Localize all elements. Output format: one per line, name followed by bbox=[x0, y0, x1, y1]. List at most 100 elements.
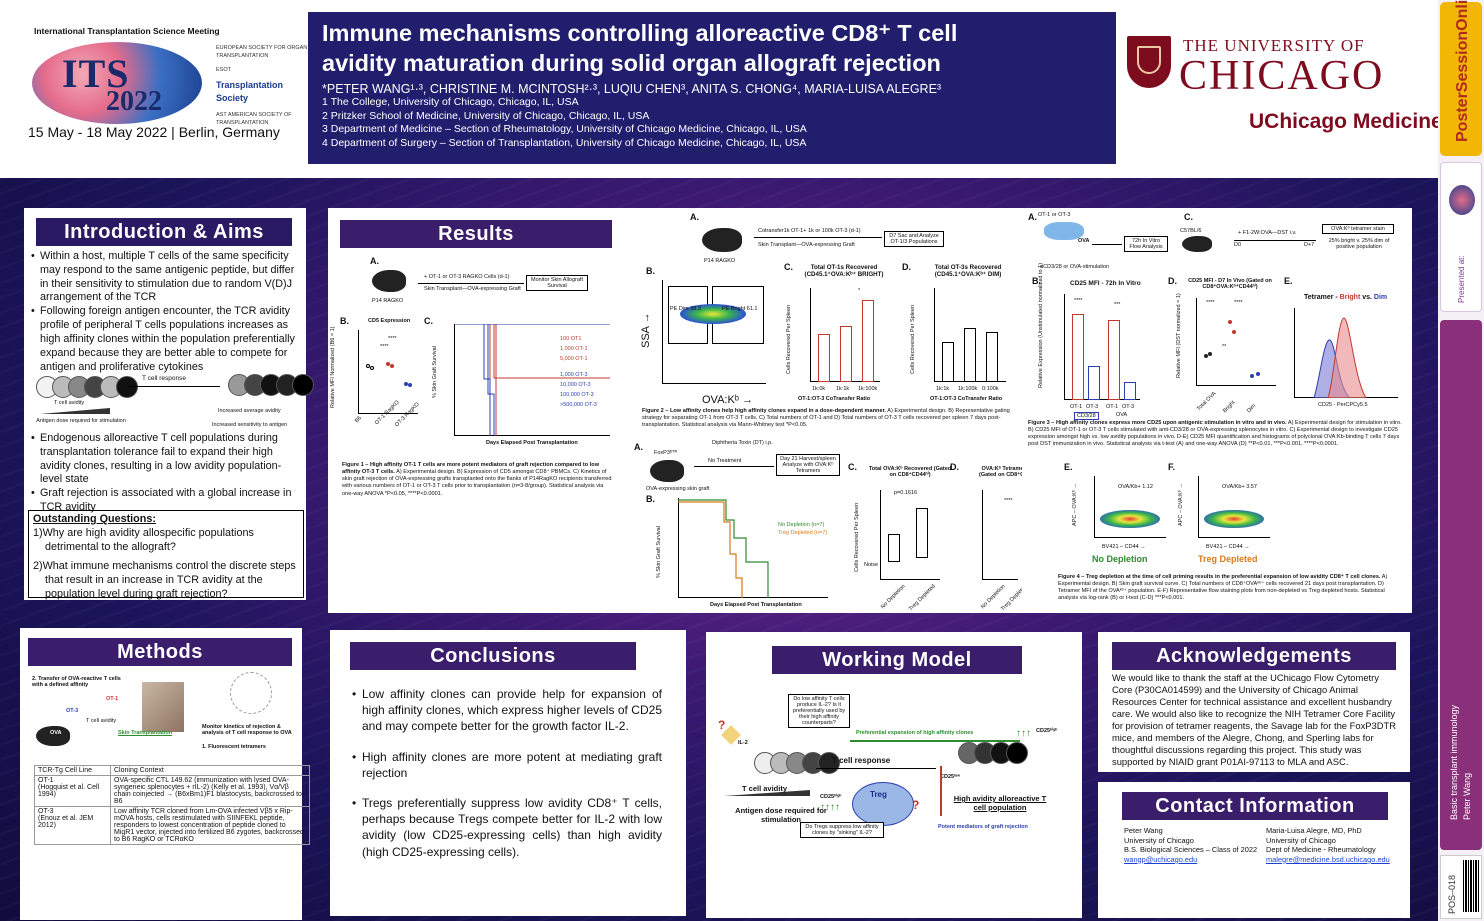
mouse-icon bbox=[36, 726, 70, 746]
sig-stars: **** bbox=[1206, 300, 1215, 306]
fig3d-ylabel: Relative MFI (DST normalized = 1) bbox=[1176, 293, 1182, 378]
fig2c-xlabel: OT-1:OT-3 CoTransfer Ratio bbox=[798, 396, 871, 402]
contact-email-alegre[interactable]: malegre@medicine.bsd.uchicago.edu bbox=[1266, 854, 1390, 864]
fig4f-flow-axes bbox=[1198, 476, 1270, 538]
contact-email-peter[interactable]: wangp@uchicago.edu bbox=[1124, 854, 1198, 864]
bar bbox=[1088, 366, 1100, 400]
fig1c-axes bbox=[454, 324, 610, 436]
fig4e-ylabel: APC – OVA:Kᵇ → bbox=[1072, 483, 1078, 526]
fig1c-legend: 100 OT1 1,000 OT-1 5,000 OT-1 1,000 OT-3… bbox=[560, 336, 597, 408]
fig4-label-b: B. bbox=[646, 494, 655, 504]
fig3d-title: CD25 MFI - D7 In Vivo (Gated on CD8⁺OVA:… bbox=[1188, 278, 1272, 290]
fig4-mouse-label: FoxP3ᴰᵀᴿ bbox=[654, 450, 678, 456]
fig1b-x-b6: B6 bbox=[354, 415, 364, 425]
model-question-mark: ? bbox=[718, 718, 726, 732]
fig3c-box1: OVA:Kᵇ tetramer stain bbox=[1322, 224, 1394, 234]
intro-bullet: Endogenous alloreactive T cell populatio… bbox=[30, 432, 302, 487]
conclusion-bullet: High affinity clones are more potent at … bbox=[352, 749, 662, 781]
fig3-caption: Figure 3 – High affinity clones express … bbox=[1028, 420, 1402, 448]
bar bbox=[840, 326, 852, 382]
model-inhibit-bar bbox=[940, 766, 942, 816]
noise-label: Noise bbox=[864, 562, 879, 568]
fig4c-title: Total OVA:Kᵇ Recovered (Gated on CD8⁺CD4… bbox=[868, 466, 952, 478]
outstanding-question-1: 1)Why are high avidity allospecific popu… bbox=[33, 526, 254, 553]
mouse-icon bbox=[702, 228, 742, 252]
table-cell: OVA-specific CTL 149.62 (immunization wi… bbox=[110, 775, 310, 807]
outstanding-question-2: 2)What immune mechanisms control the dis… bbox=[33, 560, 296, 601]
uc-logo-medicine: UChicago Medicine bbox=[1249, 110, 1443, 133]
acknowledgements-title: Acknowledgements bbox=[1112, 642, 1396, 670]
gate-bright-label: PE Bright 61.1 bbox=[722, 306, 758, 312]
bar bbox=[986, 332, 998, 382]
fig4b-ylabel: % Skin Graft Survival bbox=[656, 526, 662, 578]
sig-stars: *** bbox=[1114, 302, 1121, 308]
fig2d-x-2: 1k:100k bbox=[958, 386, 978, 392]
model-antigen-dose: Antigen dose required for stimulation bbox=[735, 806, 827, 824]
fig4-caption: Figure 4 – Treg depletion at the time of… bbox=[1058, 574, 1388, 602]
intro-bullet: Following foreign antigen encounter, the… bbox=[30, 305, 302, 374]
fig4c-pvalue: p=0.1616 bbox=[894, 490, 918, 496]
flow-density bbox=[1100, 510, 1160, 528]
conference-name: International Transplantation Science Me… bbox=[34, 26, 220, 36]
fig3d-x-2: Bright bbox=[1222, 399, 1237, 415]
session-topic: Basic transplant immunology bbox=[1449, 704, 1459, 820]
its-logo-year: 2022 bbox=[106, 86, 162, 117]
session-sidebar: PosterSessionOnline Presented at: Basic … bbox=[1438, 0, 1484, 921]
table-header: TCR-Tg Cell Line bbox=[34, 765, 111, 776]
model-question-2: Do Tregs suppress low affinity clones by… bbox=[800, 822, 884, 838]
fig4c-x-1: No Depletion bbox=[880, 583, 907, 611]
barcode-icon bbox=[1463, 860, 1479, 912]
fig2d-title: Total OT-3s Recovered (CD45.1⁺OVA:Kᵇ⁺ DI… bbox=[934, 264, 1002, 278]
partner-logos: EUROPEAN SOCIETY FOR ORGAN TRANSPLANTATI… bbox=[216, 44, 312, 132]
methods-ot1: OT-1 bbox=[106, 696, 119, 702]
increased-sensitivity-label: Increased sensitivity to antigen bbox=[212, 422, 288, 428]
fig3e-title: Tetramer - Bright vs. Dim bbox=[1304, 294, 1388, 301]
fig4-label-e: E. bbox=[1064, 462, 1073, 472]
fig4f-gate: OVA/Kb+ 3.57 bbox=[1222, 484, 1257, 490]
fig3-label-b: B. bbox=[1032, 276, 1041, 286]
contact-line: Dept of Medicine - Rheumatology bbox=[1266, 845, 1376, 855]
contact-alegre: Maria-Luisa Alegre, MD, PhD University o… bbox=[1266, 826, 1408, 865]
poster-session-online-logo[interactable]: PosterSessionOnline bbox=[1440, 0, 1482, 156]
data-point bbox=[366, 364, 370, 368]
bar bbox=[862, 300, 874, 382]
fig2-design-bottom: Skin Transplant—OVA-expressing Graft bbox=[758, 242, 855, 248]
table-row: OT-3 (Enouz et al. JEM 2012) Low affinit… bbox=[34, 806, 310, 845]
model-cd25high: CD25ʰⁱᵍʰ bbox=[820, 794, 842, 800]
fig3-design-box: 72h In Vitro Flow Analysis bbox=[1124, 236, 1168, 252]
acknowledgements-panel: Acknowledgements We would like to thank … bbox=[1098, 632, 1410, 772]
fig4-no-treatment: No Treatment bbox=[708, 458, 742, 464]
sig-stars: **** bbox=[1074, 298, 1083, 304]
methods-avidity: T cell avidity bbox=[86, 718, 117, 724]
outstanding-questions-title: Outstanding Questions: bbox=[33, 513, 156, 525]
antigen-dose-label: Antigen dose required for stimulation bbox=[36, 418, 126, 424]
acknowledgements-text: We would like to thank the staff at the … bbox=[1112, 672, 1396, 768]
results-panel: Results A. P14 RAGKO + OT-1 or OT-3 RAGK… bbox=[328, 208, 1039, 613]
fig3c-d7: D+7 bbox=[1304, 242, 1315, 248]
sig-stars: ** bbox=[1222, 344, 1227, 350]
sig-stars: **** bbox=[1004, 498, 1013, 504]
results-title: Results bbox=[340, 220, 612, 248]
mouse-icon bbox=[1182, 236, 1212, 252]
data-point bbox=[1228, 320, 1232, 324]
fig2b-xlabel: OVA:Kᵇ → bbox=[702, 394, 754, 406]
results-panel-right: A. OT-1 or OT-3 OVA 72h In Vitro Flow An… bbox=[1022, 208, 1412, 613]
uc-logo-the: THE UNIVERSITY OF bbox=[1183, 36, 1365, 55]
fig1b-title: CD5 Expression bbox=[368, 318, 411, 324]
model-question-mark-2: ? bbox=[912, 798, 920, 812]
contact-line: Peter Wang bbox=[1124, 826, 1163, 835]
fig1b-axes bbox=[358, 330, 418, 414]
title-block: Immune mechanisms controlling alloreacti… bbox=[308, 12, 1116, 164]
fig2-label-b: B. bbox=[646, 266, 655, 276]
contact-panel: Contact Information Peter Wang Universit… bbox=[1098, 782, 1410, 918]
t-cell-avidity-label: T cell avidity bbox=[54, 400, 85, 406]
uchicago-crest-icon bbox=[1127, 36, 1171, 88]
fig4d-title: OVA:Kᵇ Tetramer MFI (Gated on CD8⁺CD44ʰⁱ… bbox=[979, 466, 1039, 478]
fig3c-mouse-label: C57BL/6 bbox=[1180, 228, 1202, 234]
mouse-icon bbox=[372, 270, 406, 292]
contact-peter: Peter Wang University of Chicago B.S. Bi… bbox=[1124, 826, 1264, 865]
partner-esot: ESOT bbox=[216, 66, 231, 73]
fig4b-axes bbox=[678, 498, 828, 598]
contact-line: Maria-Luisa Alegre, MD, PhD bbox=[1266, 826, 1362, 835]
fig3b-ylabel: Relative Expression (Unstimulated normal… bbox=[1038, 262, 1044, 388]
